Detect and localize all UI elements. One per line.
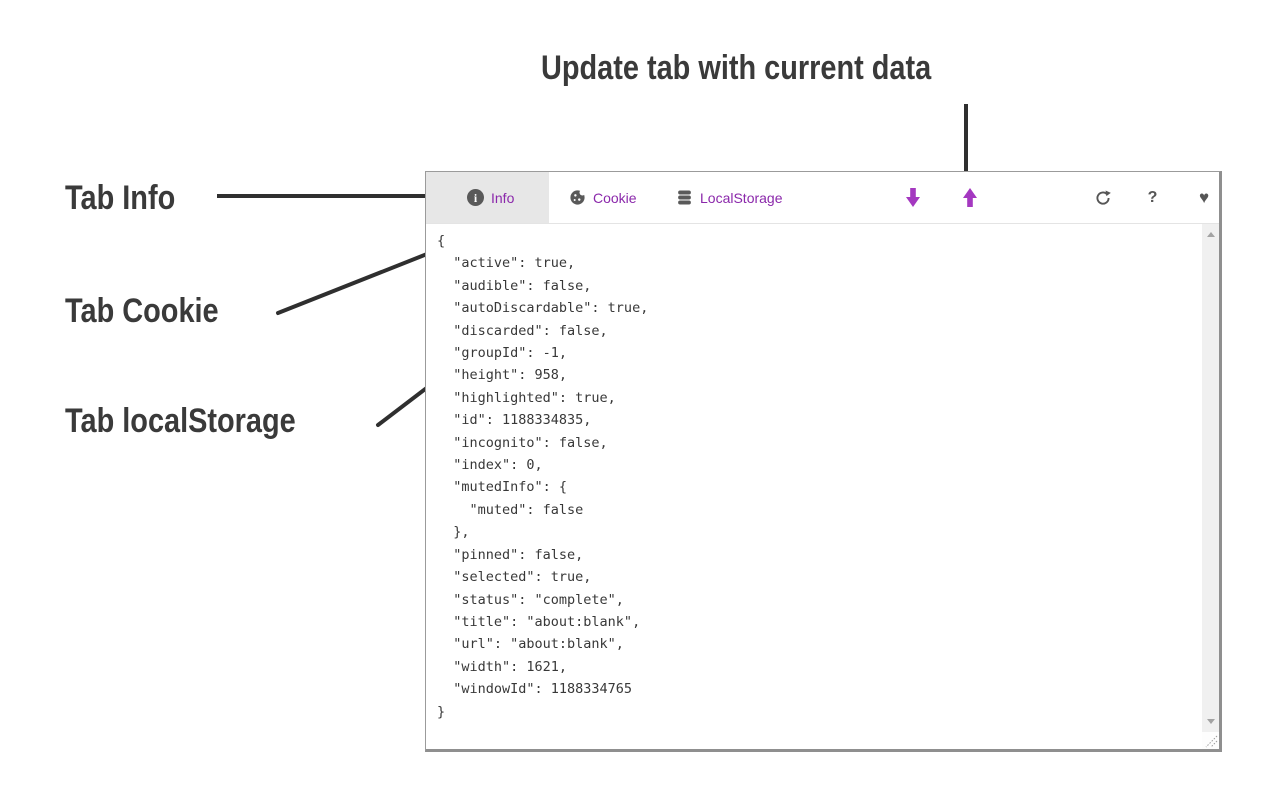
annotation-tab-info: Tab Info [65, 179, 176, 217]
annotation-tab-localstorage: Tab localStorage [65, 402, 296, 440]
extension-popup: i Info Cookie LocalSto [425, 171, 1222, 752]
vertical-scrollbar[interactable] [1202, 224, 1219, 732]
arrow-up-icon [962, 188, 977, 207]
save-to-file-button[interactable] [904, 172, 921, 223]
resize-grip[interactable] [1202, 732, 1219, 749]
tab-cookie-label: Cookie [593, 189, 637, 206]
update-tab-button[interactable] [961, 172, 978, 223]
scroll-down-button[interactable] [1202, 713, 1219, 730]
tab-info[interactable]: i Info [426, 172, 549, 223]
cookie-icon [570, 189, 586, 205]
resize-grip-icon [1205, 735, 1218, 748]
tab-localstorage-label: LocalStorage [700, 189, 783, 206]
refresh-button[interactable] [1094, 172, 1111, 223]
tab-info-json-content: { "active": true, "audible": false, "aut… [437, 233, 649, 720]
heart-icon: ♥ [1198, 187, 1210, 207]
database-icon [678, 190, 691, 205]
tab-info-label: Info [491, 189, 515, 206]
triangle-up-icon [1206, 232, 1215, 237]
annotation-tab-cookie: Tab Cookie [65, 292, 219, 330]
refresh-icon [1095, 189, 1111, 205]
scroll-up-button[interactable] [1202, 226, 1219, 243]
info-icon: i [467, 189, 484, 206]
annotation-update-tab: Update tab with current data [541, 49, 932, 87]
arrow-down-icon [905, 188, 920, 207]
tab-localstorage[interactable]: LocalStorage [676, 172, 783, 223]
triangle-down-icon [1206, 719, 1215, 724]
tab-bar: i Info Cookie LocalSto [426, 172, 1219, 224]
favorite-button[interactable]: ♥ [1195, 172, 1213, 223]
tab-cookie[interactable]: Cookie [569, 172, 637, 223]
help-button[interactable]: ? [1144, 172, 1161, 223]
question-mark-icon: ? [1147, 188, 1158, 206]
